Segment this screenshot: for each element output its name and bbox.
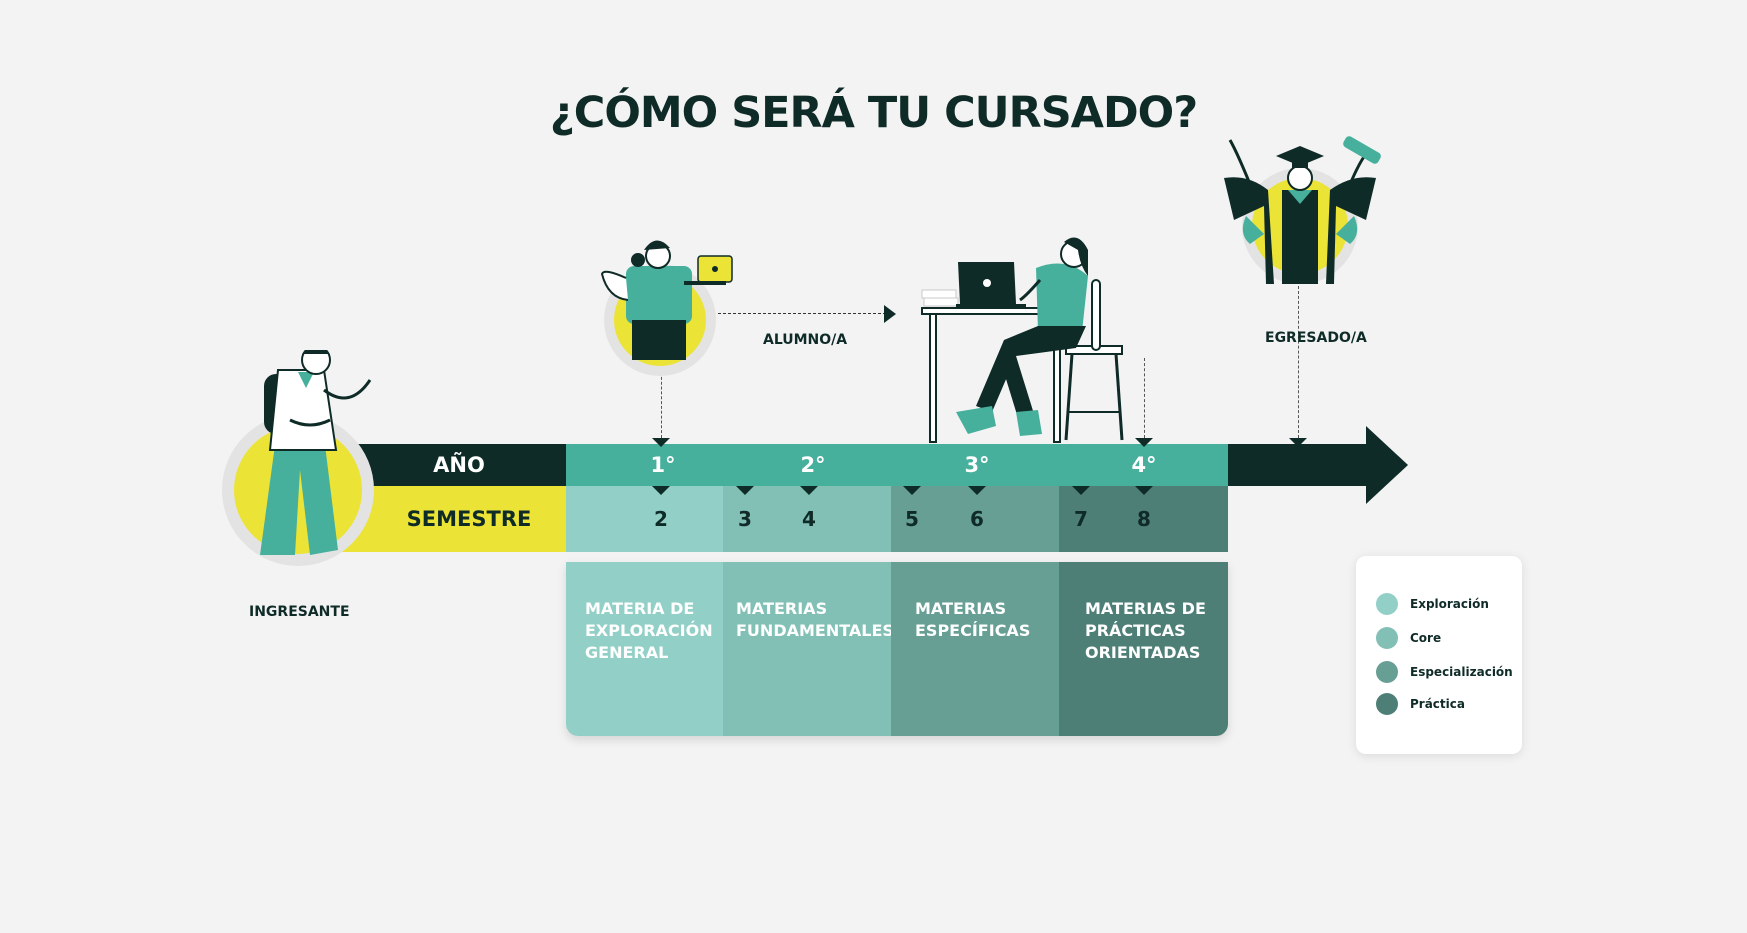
subject-label: MATERIAS FUNDAMENTALES bbox=[736, 599, 894, 640]
legend-item-practica: Práctica bbox=[1376, 692, 1465, 716]
legend-label: Especialización bbox=[1410, 665, 1513, 679]
ingresante-illustration bbox=[222, 350, 374, 566]
label-alumno: ALUMNO/A bbox=[763, 332, 848, 348]
year-row-bar bbox=[566, 444, 1228, 486]
year-2: 2° bbox=[800, 453, 826, 477]
semester-marker bbox=[800, 486, 818, 495]
semester-2: 2 bbox=[654, 507, 668, 531]
legend-label: Práctica bbox=[1410, 697, 1465, 711]
semester-marker bbox=[968, 486, 986, 495]
year-row-label: AÑO bbox=[433, 453, 485, 477]
subject-block-especializacion: MATERIAS ESPECÍFICAS bbox=[891, 562, 1059, 736]
subjects-panel: MATERIA DE EXPLORACIÓN GENERAL MATERIAS … bbox=[566, 562, 1228, 736]
timeline-arrow-shaft bbox=[1228, 444, 1370, 486]
stage-marker-practica bbox=[1135, 438, 1153, 447]
legend-swatch bbox=[1376, 693, 1398, 715]
desk-illustration bbox=[921, 237, 1124, 443]
subject-label: MATERIA DE EXPLORACIÓN GENERAL bbox=[585, 599, 713, 662]
subject-label: MATERIAS DE PRÁCTICAS ORIENTADAS bbox=[1085, 599, 1206, 662]
label-egresado: EGRESADO/A bbox=[1265, 330, 1367, 346]
egresado-illustration bbox=[1224, 136, 1381, 284]
stage-marker-egresado bbox=[1289, 438, 1307, 447]
semester-3: 3 bbox=[738, 507, 752, 531]
semester-marker bbox=[903, 486, 921, 495]
semester-segment-exploracion bbox=[566, 486, 723, 552]
connector-practica bbox=[1144, 358, 1145, 438]
year-4: 4° bbox=[1131, 453, 1157, 477]
connector-egresado bbox=[1298, 286, 1299, 438]
semester-segment-practica bbox=[1059, 486, 1228, 552]
semester-segment-especializacion bbox=[891, 486, 1059, 552]
page-title: ¿CÓMO SERÁ TU CURSADO? bbox=[549, 88, 1198, 138]
year-1: 1° bbox=[650, 453, 676, 477]
legend-swatch bbox=[1376, 627, 1398, 649]
label-ingresante: INGRESANTE bbox=[249, 604, 350, 620]
semester-5: 5 bbox=[905, 507, 919, 531]
semester-8: 8 bbox=[1137, 507, 1151, 531]
semester-marker bbox=[736, 486, 754, 495]
legend-item-especializacion: Especialización bbox=[1376, 660, 1513, 684]
alumno-illustration bbox=[600, 240, 733, 376]
connector-alumno-horizontal bbox=[718, 313, 886, 314]
subject-block-practica: MATERIAS DE PRÁCTICAS ORIENTADAS bbox=[1059, 562, 1228, 736]
connector-arrow-head bbox=[884, 305, 896, 323]
legend-item-core: Core bbox=[1376, 626, 1441, 650]
semester-marker bbox=[652, 486, 670, 495]
subject-label: MATERIAS ESPECÍFICAS bbox=[915, 599, 1031, 640]
connector-alumno bbox=[661, 372, 662, 438]
year-3: 3° bbox=[964, 453, 990, 477]
subject-block-exploracion: MATERIA DE EXPLORACIÓN GENERAL bbox=[566, 562, 723, 736]
stage-marker-alumno bbox=[652, 438, 670, 447]
legend-swatch bbox=[1376, 593, 1398, 615]
legend-item-exploracion: Exploración bbox=[1376, 592, 1489, 616]
semester-row-label: SEMESTRE bbox=[406, 507, 532, 531]
legend: Exploración Core Especialización Práctic… bbox=[1356, 556, 1522, 754]
subject-block-core: MATERIAS FUNDAMENTALES bbox=[723, 562, 894, 736]
year-row-label-bg bbox=[356, 444, 566, 486]
timeline-arrow-head bbox=[1366, 426, 1408, 504]
semester-marker bbox=[1072, 486, 1090, 495]
legend-label: Exploración bbox=[1410, 597, 1489, 611]
semester-7: 7 bbox=[1074, 507, 1088, 531]
legend-label: Core bbox=[1410, 631, 1442, 645]
semester-4: 4 bbox=[802, 507, 816, 531]
legend-swatch bbox=[1376, 661, 1398, 683]
semester-segment-core bbox=[723, 486, 891, 552]
semester-6: 6 bbox=[970, 507, 984, 531]
semester-marker bbox=[1135, 486, 1153, 495]
